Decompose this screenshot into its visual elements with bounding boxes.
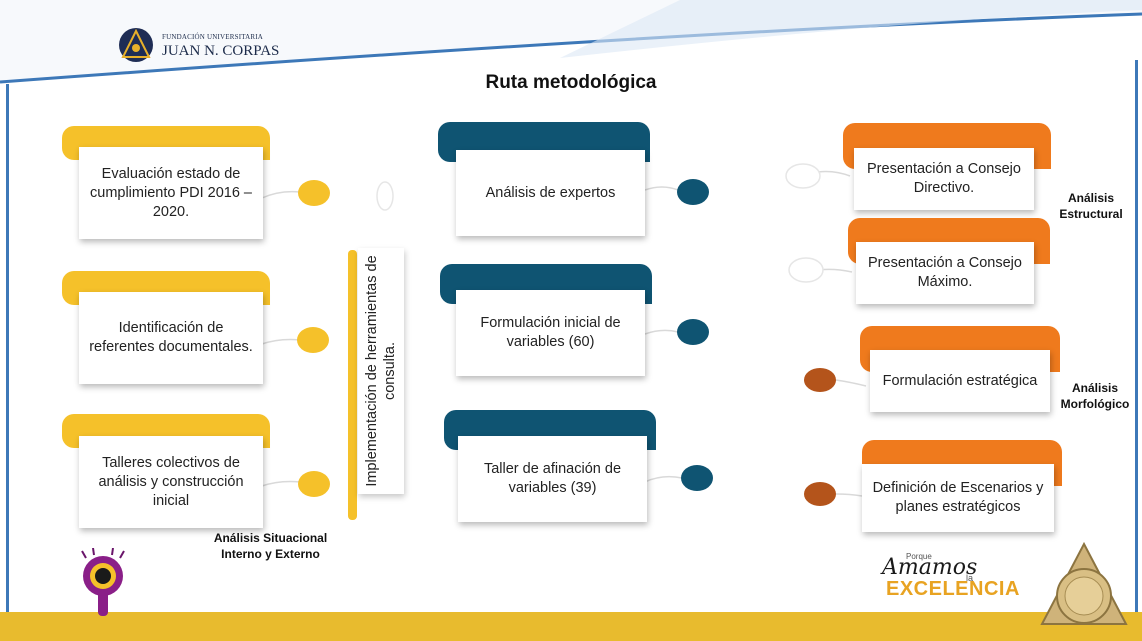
card-afinacion: Taller de afinación de variables (39) — [458, 436, 647, 522]
card-consejo-maximo: Presentación a Consejo Máximo. — [856, 242, 1034, 304]
card-formulacion-estrategica: Formulación estratégica — [870, 350, 1050, 412]
card-formulacion-variables: Formulación inicial de variables (60) — [456, 290, 645, 376]
card-escenarios: Definición de Escenarios y planes estrat… — [862, 464, 1054, 532]
slogan-porque: Porque — [906, 552, 932, 561]
frame-left — [6, 84, 9, 614]
card-text: Presentación a Consejo Directivo. — [867, 161, 1021, 196]
blue-bullet-2 — [677, 319, 709, 345]
card-text: Taller de afinación de variables (39) — [483, 461, 622, 496]
footer-band — [0, 612, 1142, 641]
org-small-text: FUNDACIÓN UNIVERSITARIA — [162, 33, 264, 41]
yellow-bullet-1 — [298, 180, 330, 206]
card-text: Talleres colectivos de análisis y constr… — [98, 454, 244, 509]
brown-bullet-2 — [804, 482, 836, 506]
label-situacional: Análisis Situacional Interno y Externo — [213, 531, 328, 561]
card-text: Presentación a Consejo Máximo. — [868, 255, 1022, 290]
blue-bullet-1 — [677, 179, 709, 205]
card-expertos: Análisis de expertos — [456, 150, 645, 236]
vertical-text: Implementación de herramientas de consul… — [364, 255, 398, 487]
label-morfologico: Análisis Morfológico — [1060, 381, 1130, 411]
card-text: Formulación inicial de variables (60) — [480, 315, 621, 350]
brown-bullet-1 — [804, 368, 836, 392]
vertical-box — [358, 248, 404, 494]
card-text: Formulación estratégica — [882, 372, 1038, 389]
card-consejo-directivo: Presentación a Consejo Directivo. — [854, 148, 1034, 210]
mascot-eye-icon — [81, 548, 125, 616]
yellow-bullet-2 — [297, 327, 329, 353]
org-name: JUAN N. CORPAS — [162, 43, 280, 59]
page-title: Ruta metodológica — [485, 72, 657, 93]
header-band — [0, 0, 1142, 84]
slogan-amamos: Amamos — [882, 555, 978, 580]
card-referentes: Identificación de referentes documentale… — [79, 292, 263, 384]
slogan-excelencia: EXCELENCIA — [886, 578, 1020, 600]
card-text: Evaluación estado de cumplimiento PDI 20… — [90, 165, 252, 220]
card-text: Identificación de referentes documentale… — [89, 320, 253, 355]
yellow-bullet-3 — [298, 471, 330, 497]
slogan-la: la — [966, 573, 974, 583]
blue-bullet-3 — [681, 465, 713, 491]
card-text: Definición de Escenarios y planes estrat… — [872, 480, 1044, 515]
card-evaluacion: Evaluación estado de cumplimiento PDI 20… — [79, 147, 263, 239]
accreditation-seal-icon — [1040, 541, 1128, 625]
vertical-bar — [348, 250, 357, 520]
university-logo-icon — [119, 28, 153, 62]
frame-right — [1135, 60, 1138, 615]
card-text: Análisis de expertos — [485, 184, 616, 201]
label-estructural: Análisis Estructural — [1059, 191, 1123, 221]
card-talleres: Talleres colectivos de análisis y constr… — [79, 436, 263, 528]
